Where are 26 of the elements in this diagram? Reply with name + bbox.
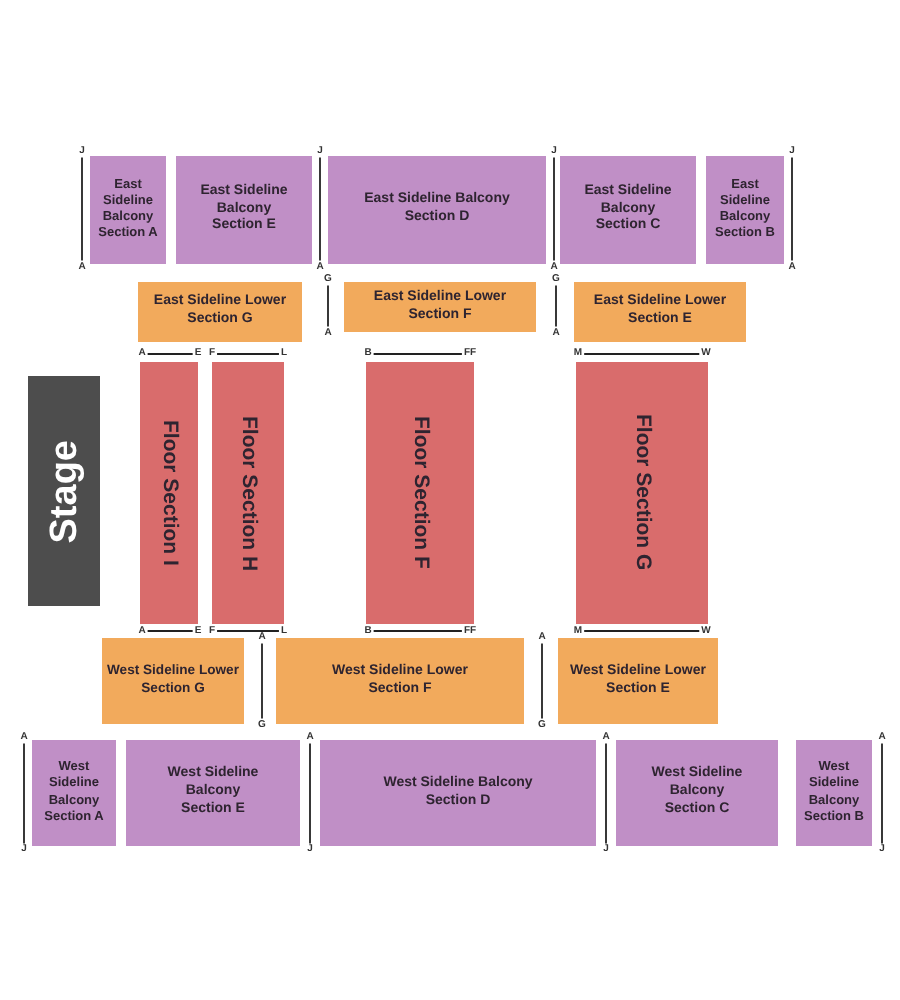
seating-section — [176, 156, 312, 264]
section-label: Floor Section F — [409, 416, 431, 570]
floor-section — [576, 362, 708, 624]
seating-section — [90, 156, 166, 264]
section-label: Floor Section I — [158, 420, 180, 566]
floor-section — [212, 362, 284, 624]
seating-section — [344, 282, 536, 332]
seating-section — [574, 282, 746, 342]
seating-section — [320, 740, 596, 846]
seating-section — [126, 740, 300, 846]
seating-section — [102, 638, 244, 724]
floor-section — [140, 362, 198, 624]
stage-block — [28, 376, 100, 606]
seating-section — [558, 638, 718, 724]
seating-section — [706, 156, 784, 264]
section-label: Floor Section H — [237, 415, 259, 571]
seating-section — [616, 740, 778, 846]
section-label: Floor Section G — [631, 414, 653, 572]
seating-section — [796, 740, 872, 846]
seating-section — [328, 156, 546, 264]
stage-label: Stage — [45, 439, 83, 543]
seating-section — [276, 638, 524, 724]
floor-section — [366, 362, 474, 624]
seating-section — [138, 282, 302, 342]
seating-section — [560, 156, 696, 264]
seating-section — [32, 740, 116, 846]
